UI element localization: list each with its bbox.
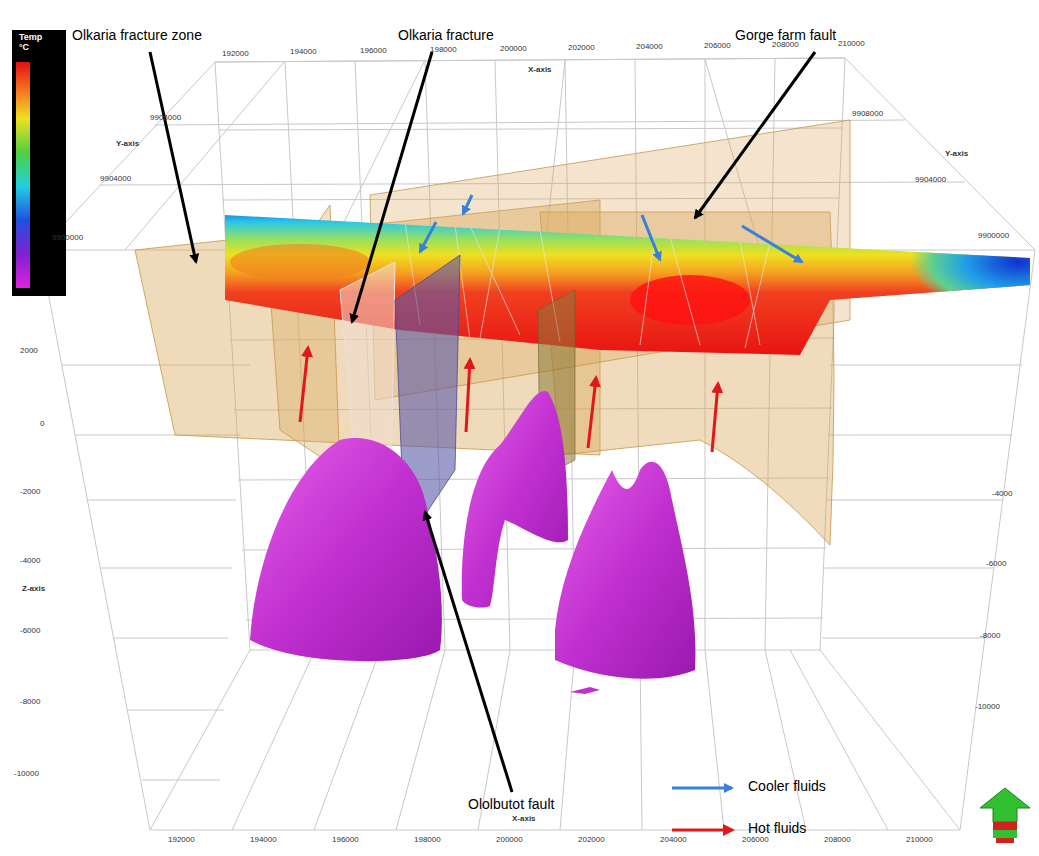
leader-line xyxy=(150,52,815,792)
tick-value: 208000 xyxy=(772,41,799,50)
tick-value: 194000 xyxy=(250,836,277,845)
colorbar xyxy=(16,62,30,288)
legend-hot-arrow xyxy=(672,829,732,832)
cool-fluid-arrow xyxy=(420,195,802,262)
tick-value: -8000 xyxy=(980,632,1000,641)
axis-title: Y-axis xyxy=(945,150,968,159)
axis-title: Z-axis xyxy=(22,585,45,594)
tick-value: -6000 xyxy=(986,560,1006,569)
tick-value: -10000 xyxy=(975,703,1000,712)
tick-value: 206000 xyxy=(704,42,731,51)
tick-value: 198000 xyxy=(430,46,457,55)
tick-value: -6000 xyxy=(20,627,40,636)
axis-title: X-axis xyxy=(528,66,552,75)
magma-body xyxy=(570,687,600,694)
legend-cool-arrow xyxy=(672,787,732,790)
colorbar-title: Temp °C xyxy=(19,33,49,53)
tick-value: 9900000 xyxy=(978,232,1009,241)
hot-fluid-arrow xyxy=(300,348,718,452)
tick-value: 202000 xyxy=(578,836,605,845)
tick-value: 9908000 xyxy=(852,110,883,119)
colorbar-frame xyxy=(12,30,66,296)
tick-value: 9904000 xyxy=(100,175,131,184)
tick-value: -4000 xyxy=(20,557,40,566)
tick-value: 198000 xyxy=(414,836,441,845)
tick-value: 0 xyxy=(40,420,44,429)
legend-label: Hot fluids xyxy=(748,821,806,836)
tick-value: 2000 xyxy=(20,347,38,356)
tick-value: 194000 xyxy=(290,48,317,57)
tick-value: -10000 xyxy=(14,770,39,779)
tick-value: 9904000 xyxy=(915,176,946,185)
tick-value: 196000 xyxy=(360,47,387,56)
tick-value: 9908000 xyxy=(150,114,181,123)
tick-value: -8000 xyxy=(20,698,40,707)
tick-value: 196000 xyxy=(332,836,359,845)
tick-value: 202000 xyxy=(568,44,595,53)
magma-body xyxy=(462,391,568,608)
tick-value: 204000 xyxy=(636,43,663,52)
grid xyxy=(40,58,1035,830)
axis-title: Y-axis xyxy=(116,140,139,149)
tick-value: 192000 xyxy=(168,836,195,845)
tick-value: 200000 xyxy=(500,45,527,54)
tick-value: 204000 xyxy=(660,836,687,845)
legend-label: Cooler fluids xyxy=(748,779,826,794)
tick-value: 210000 xyxy=(838,40,865,49)
tick-value: 200000 xyxy=(496,836,523,845)
magma-body xyxy=(555,462,695,679)
magma-body xyxy=(250,438,442,661)
tick-value: -4000 xyxy=(992,490,1012,499)
north-arrow xyxy=(980,788,1030,843)
axis-title: X-axis xyxy=(512,815,536,824)
tick-value: 210000 xyxy=(906,836,933,845)
tick-value: 208000 xyxy=(824,836,851,845)
callout-label: Olkaria fracture zone xyxy=(72,28,202,43)
tick-value: 206000 xyxy=(742,836,769,845)
callout-label: Olkaria fracture xyxy=(398,28,494,43)
tick-value: -2000 xyxy=(20,488,40,497)
tick-value: 9900000 xyxy=(52,234,83,243)
tick-value: 192000 xyxy=(222,50,249,59)
callout-label: Ololbutot fault xyxy=(468,797,554,812)
